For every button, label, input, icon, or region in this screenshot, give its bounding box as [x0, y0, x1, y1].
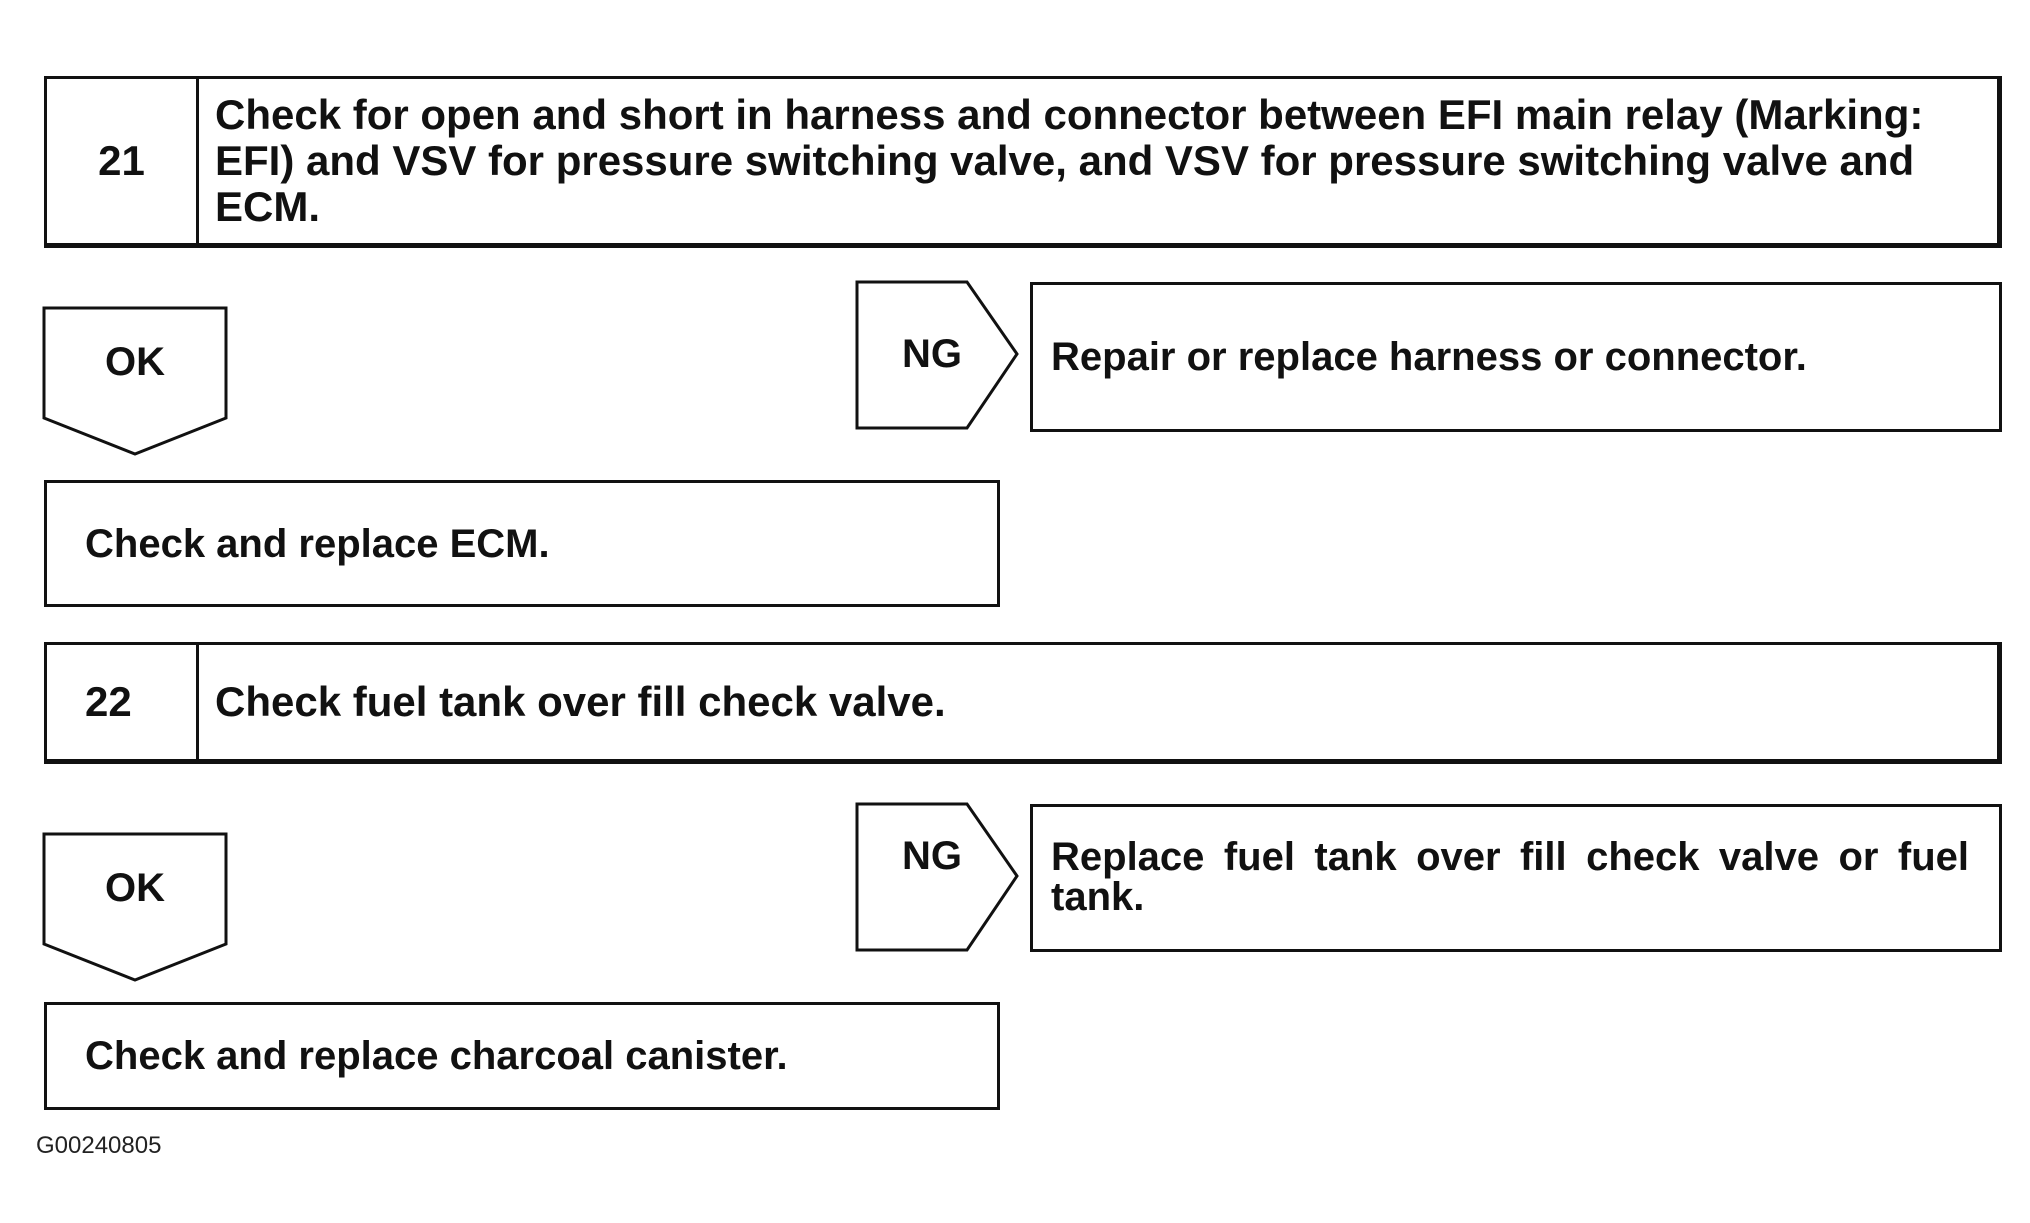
step-22-box: 22 Check fuel tank over fill check valve…: [44, 642, 2002, 764]
ng-result-21-box: Repair or replace harness or connector.: [1030, 282, 2002, 432]
step-22-number: 22: [47, 645, 199, 759]
ng-label-22: NG: [902, 834, 962, 878]
ng-arrow-22: [855, 802, 1019, 952]
step-22-text: Check fuel tank over fill check valve.: [215, 678, 946, 725]
ok-label-22: OK: [105, 866, 165, 910]
ok-result-21-text: Check and replace ECM.: [85, 521, 550, 566]
ng-result-22-box: Replace fuel tank over fill check valve …: [1030, 804, 2002, 952]
ng-result-21-text: Repair or replace harness or connector.: [1051, 335, 1807, 379]
step-21-text: Check for open and short in harness and …: [215, 91, 1924, 230]
ng-result-22-text: Replace fuel tank over fill check valve …: [1051, 835, 1969, 919]
ok-result-22-text: Check and replace charcoal canister.: [85, 1034, 788, 1078]
ng-label-21: NG: [902, 332, 962, 376]
figure-id: G00240805: [36, 1132, 162, 1159]
ok-arrow-21: [42, 306, 228, 456]
ok-result-21-box: Check and replace ECM.: [44, 480, 1000, 607]
ok-result-22-box: Check and replace charcoal canister.: [44, 1002, 1000, 1110]
step-21-box: 21 Check for open and short in harness a…: [44, 76, 2002, 248]
ok-arrow-22: [42, 832, 228, 982]
ng-arrow-21: [855, 280, 1019, 430]
ok-label-21: OK: [105, 340, 165, 384]
step-21-number: 21: [47, 79, 199, 243]
